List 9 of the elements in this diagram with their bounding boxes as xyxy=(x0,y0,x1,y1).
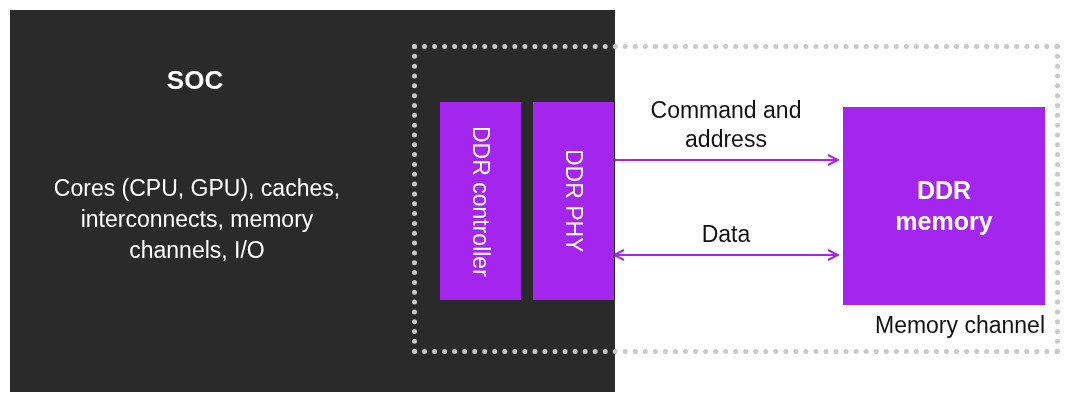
memory-block xyxy=(843,107,1045,305)
block-label: DDR memory xyxy=(894,175,994,237)
block-label: DDR PHY xyxy=(559,149,588,253)
ddr-block xyxy=(440,102,521,300)
ddr-block xyxy=(533,102,614,300)
block-title: SOC xyxy=(165,65,225,96)
block-label: DDR controller xyxy=(466,125,495,277)
region-label: Memory channel xyxy=(874,312,1045,339)
block-description: Cores (CPU, GPU), caches, interconnects, memory channels, I/O xyxy=(52,174,342,265)
